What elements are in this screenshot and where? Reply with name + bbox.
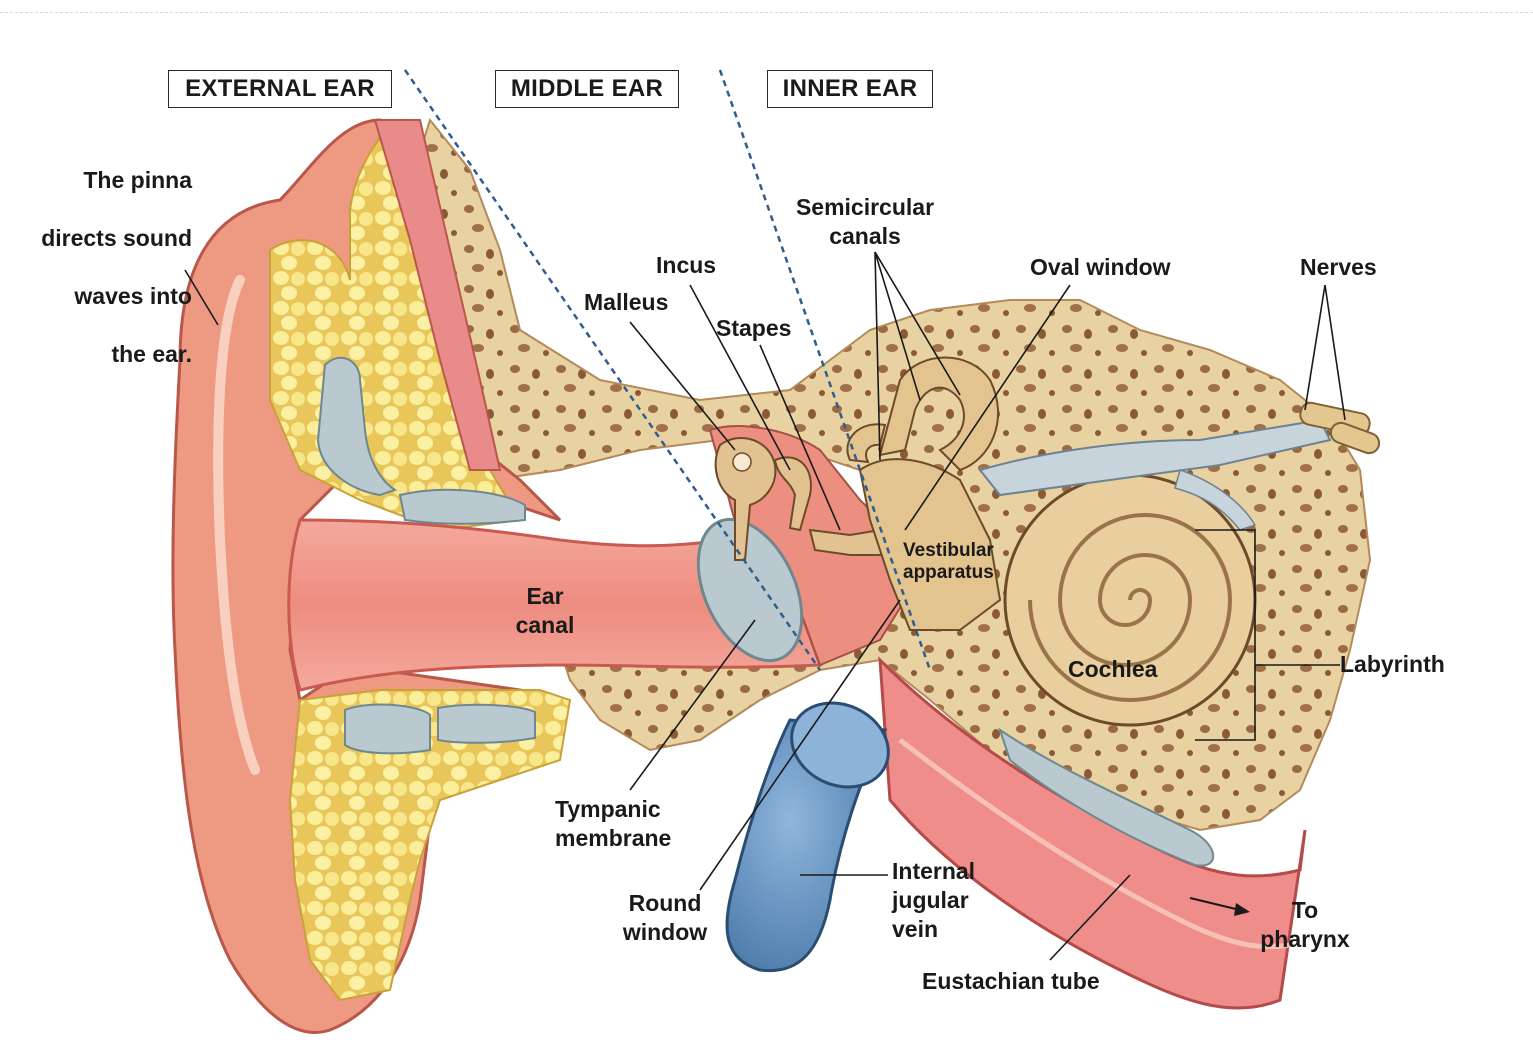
ear-canal	[287, 518, 823, 692]
muscle-strip	[373, 119, 502, 471]
cartilage-plate-2	[398, 488, 526, 525]
semicircular-canals-shape	[878, 356, 999, 472]
cartilage-plate-1	[316, 356, 398, 497]
nerve-bundle	[978, 418, 1332, 497]
vestibule	[858, 458, 1002, 631]
divider-external-middle	[403, 69, 822, 671]
top-border	[0, 0, 1533, 13]
tympanic-membrane-shape	[696, 517, 804, 663]
eustachian-lining	[998, 727, 1215, 867]
label-cochlea: Cochlea	[1068, 656, 1158, 682]
label-eustachian-tube: Eustachian tube	[922, 968, 1100, 994]
label-incus: Incus	[656, 252, 717, 278]
pinna-inner-rim	[213, 275, 260, 775]
label-tympanic-membrane: Tympanic membrane	[555, 796, 672, 851]
cartilage-plate-3	[344, 703, 431, 755]
pinna-caption: The pinna directs sound waves into the e…	[10, 137, 192, 398]
pinna-caption-line3: waves into	[74, 283, 192, 309]
leader-lines	[184, 251, 1346, 961]
pinna-caption-line4: the ear.	[111, 341, 192, 367]
label-vestibular-apparatus: Vestibular apparatus	[903, 540, 994, 583]
pinna-caption-line2: directs sound	[41, 225, 192, 251]
label-oval-window: Oval window	[1030, 254, 1171, 280]
label-to-pharynx: To pharynx	[1260, 897, 1350, 952]
label-internal-jugular-vein: Internal jugular vein	[892, 858, 976, 942]
cartilage-plate-4	[437, 703, 536, 744]
cartilage-lower	[288, 689, 572, 1002]
arrow-to-pharynx	[1234, 903, 1250, 916]
pinna-caption-pre: The	[83, 167, 131, 193]
inner-ear-box: INNER EAR	[767, 70, 933, 108]
nerve-trunk-2	[1329, 421, 1381, 455]
external-ear-box: EXTERNAL EAR	[168, 70, 392, 108]
vein-opening	[790, 701, 890, 789]
malleus-bone	[714, 436, 777, 561]
label-semicircular-canals: Semicircular canals	[795, 194, 935, 249]
cochlea-spiral	[1028, 513, 1233, 702]
label-nerves: Nerves	[1300, 254, 1377, 280]
pinna-caption-bold: pinna	[130, 167, 192, 193]
incus-bone	[773, 456, 812, 532]
middle-ear-box: MIDDLE EAR	[495, 70, 679, 108]
label-labyrinth: Labyrinth	[1340, 651, 1445, 677]
label-round-window: Round window	[622, 890, 708, 945]
divider-middle-inner	[718, 69, 932, 671]
label-stapes: Stapes	[716, 315, 792, 341]
label-malleus: Malleus	[584, 289, 669, 315]
label-ear-canal: Ear canal	[515, 583, 575, 638]
